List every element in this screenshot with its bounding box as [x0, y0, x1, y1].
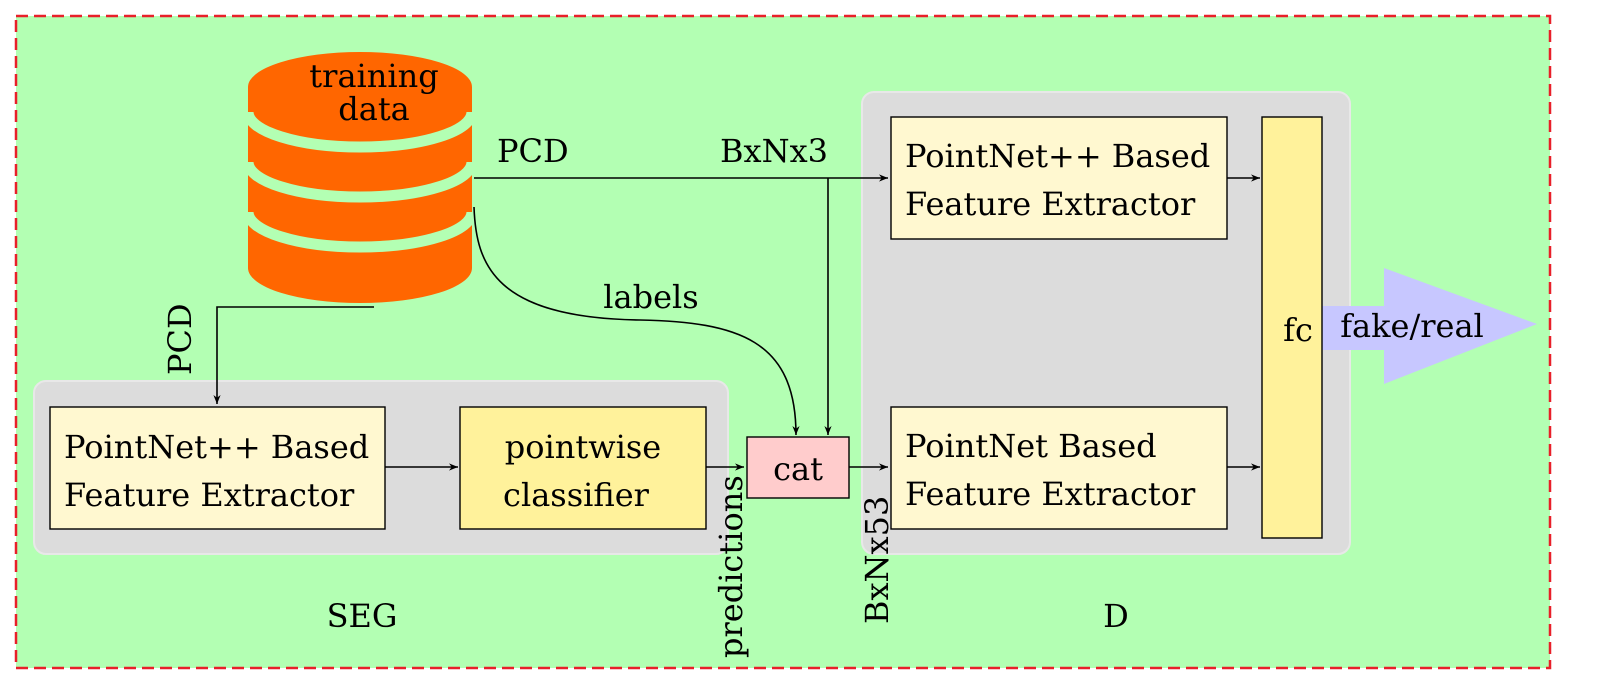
seg-extractor-label-line2: Feature Extractor — [64, 476, 355, 514]
d-pointnetpp-extractor-box — [890, 116, 1228, 240]
training-data-database-icon — [242, 52, 478, 303]
pointwise-classifier-label-line1: pointwise — [505, 428, 661, 466]
edge-pcd-to-seg-extractor — [213, 306, 374, 404]
seg-extractor-label-line1: PointNet++ Based — [64, 428, 369, 466]
d-pointnet-extractor-box — [890, 406, 1228, 530]
fake-real-label: fake/real — [1340, 307, 1484, 345]
d-pointnetpp-label-line2: Feature Extractor — [905, 185, 1196, 223]
cat-label: cat — [773, 450, 823, 488]
seg-group-title: SEG — [327, 597, 398, 635]
training-data-label-line1: training — [309, 57, 438, 95]
edge-label-labels: labels — [603, 278, 698, 316]
d-pointnet-label-line1: PointNet Based — [905, 427, 1157, 465]
d-pointnet-label-line2: Feature Extractor — [905, 475, 1196, 513]
edge-label-bxnx3: BxNx3 — [720, 132, 828, 170]
edge-label-bxnx53: BxNx53 — [858, 496, 896, 624]
edge-labels-to-cat — [473, 206, 800, 436]
edge-label-pcd-top: PCD — [497, 132, 569, 170]
training-data-label-line2: data — [338, 90, 410, 128]
fc-label: fc — [1283, 311, 1313, 349]
seg-extractor-box — [49, 406, 386, 530]
fc-box — [1261, 116, 1323, 539]
edge-label-pcd-left: PCD — [161, 303, 199, 375]
d-group-title: D — [1103, 597, 1129, 635]
pointwise-classifier-label-line2: classifier — [503, 476, 650, 514]
d-pointnetpp-label-line1: PointNet++ Based — [905, 137, 1210, 175]
connectors — [213, 174, 1260, 471]
fake-real-output-arrow — [1322, 268, 1537, 384]
pointwise-classifier-box — [459, 406, 707, 530]
cat-box — [746, 436, 850, 499]
edge-label-predictions: predictions — [712, 475, 750, 658]
